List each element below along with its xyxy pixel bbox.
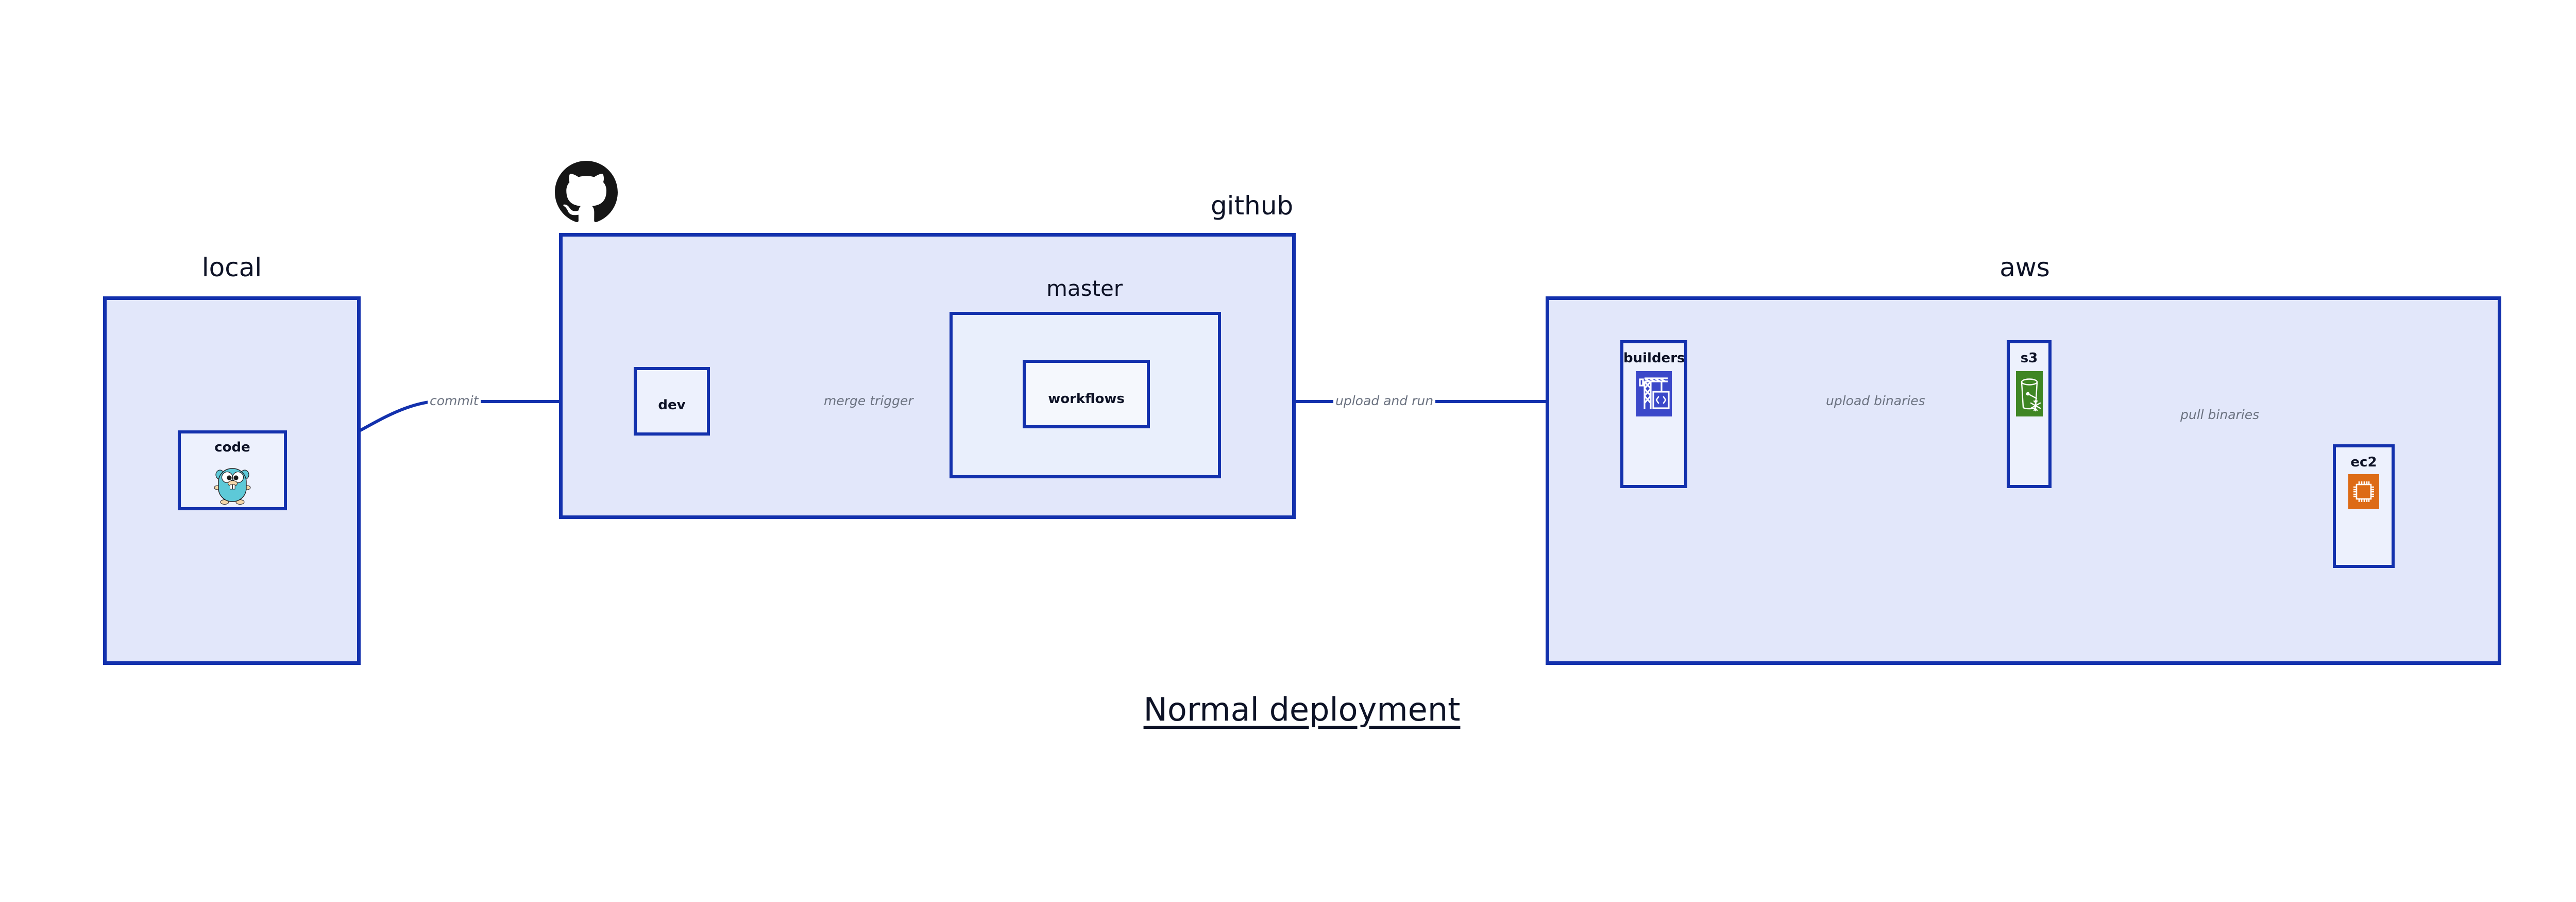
node-code[interactable]: code xyxy=(178,430,287,510)
edge-label-pull-binaries: pull binaries xyxy=(2178,407,2262,422)
node-s3[interactable]: s3 xyxy=(2007,340,2052,488)
zone-local xyxy=(103,296,361,665)
edge-label-merge-trigger: merge trigger xyxy=(822,393,916,408)
go-gopher-icon xyxy=(213,462,251,505)
diagram-title: Normal deployment xyxy=(1143,691,1461,728)
aws-codebuild-crane-icon xyxy=(1636,371,1672,416)
aws-s3-bucket-icon xyxy=(2015,371,2043,416)
node-dev[interactable]: dev xyxy=(634,367,710,436)
github-octocat-icon xyxy=(555,161,618,224)
node-label-workflows: workflows xyxy=(1048,391,1125,407)
node-label-dev: dev xyxy=(658,397,686,413)
zone-label-master: master xyxy=(1046,276,1123,301)
node-label-code: code xyxy=(214,440,250,455)
zone-label-aws: aws xyxy=(1999,253,2050,282)
node-label-s3: s3 xyxy=(2020,350,2038,366)
edge-label-upload-binaries: upload binaries xyxy=(1824,393,1927,408)
node-label-builders: builders xyxy=(1623,350,1685,366)
edge-label-commit: commit xyxy=(428,393,481,408)
edge-label-upload-and-run: upload and run xyxy=(1333,393,1436,408)
node-workflows[interactable]: workflows xyxy=(1023,360,1150,428)
aws-ec2-chip-icon xyxy=(2348,474,2379,509)
node-ec2[interactable]: ec2 xyxy=(2333,444,2395,568)
zone-label-github: github xyxy=(1210,191,1294,221)
node-label-ec2: ec2 xyxy=(2350,455,2377,470)
zone-label-local: local xyxy=(201,253,262,282)
node-builders[interactable]: builders xyxy=(1620,340,1687,488)
